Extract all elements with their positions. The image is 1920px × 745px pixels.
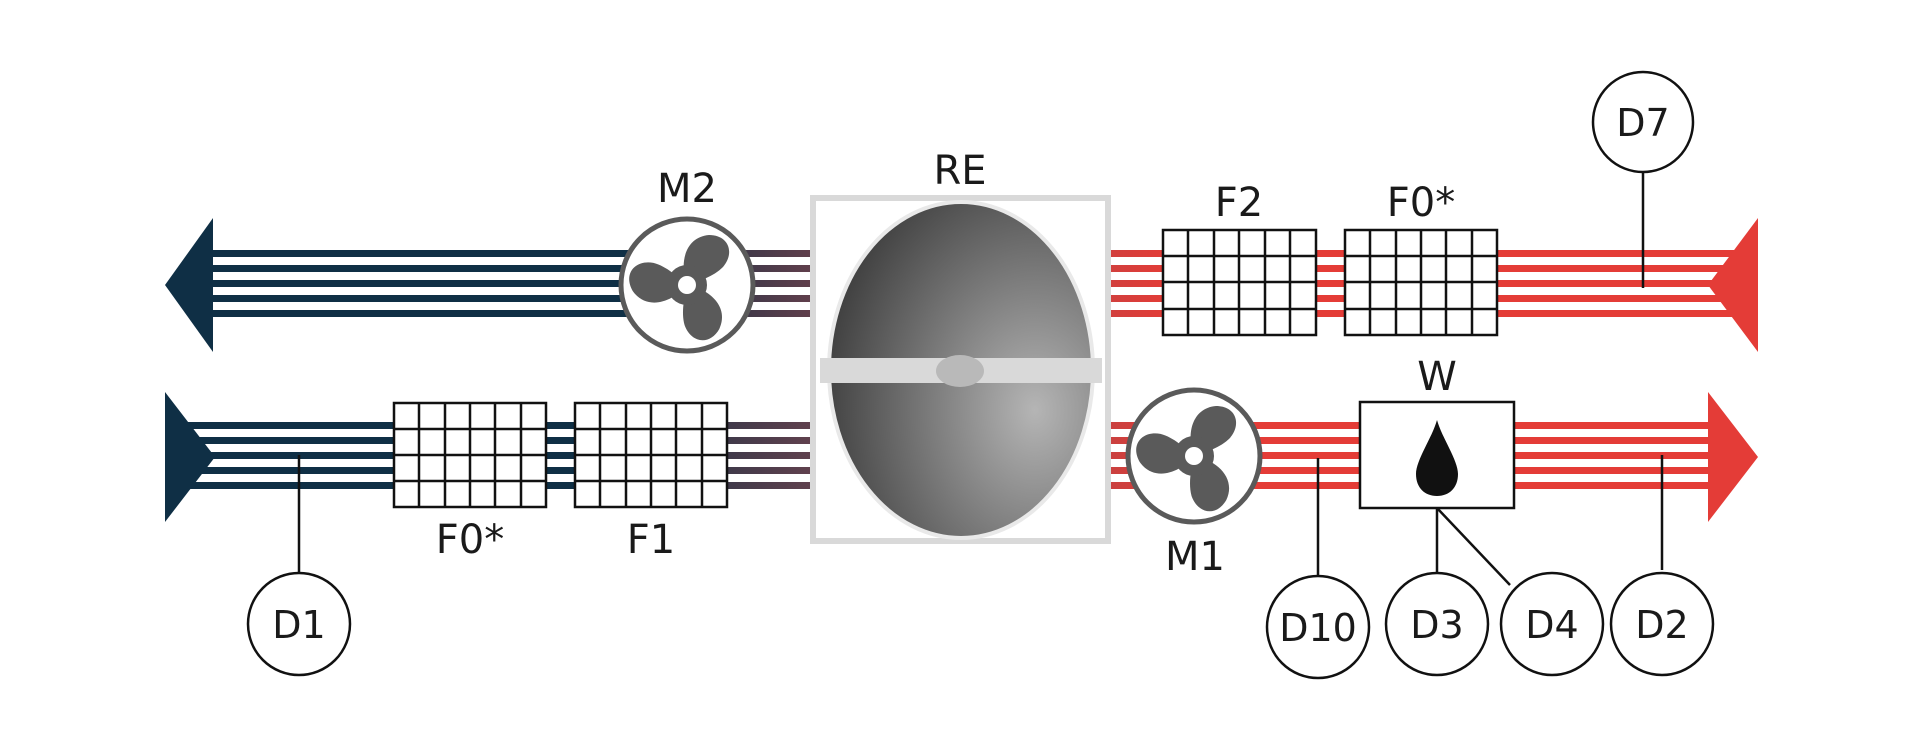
- filter-f2: [1161, 228, 1318, 337]
- fan-m2: [618, 216, 756, 354]
- label-m2: M2: [657, 166, 717, 212]
- label-f0-bottom: F0*: [436, 517, 504, 563]
- label-f1: F1: [627, 517, 675, 563]
- fan-m1: [1125, 387, 1263, 525]
- callout-d7: D7: [1616, 101, 1669, 145]
- top-duct-dark-stripes: [205, 250, 645, 317]
- callout-d1: D1: [272, 603, 325, 647]
- label-f0-top: F0*: [1387, 180, 1455, 226]
- extract-air-inlet-notch: [1708, 218, 1758, 352]
- label-f2: F2: [1215, 180, 1263, 226]
- humidifier-w: [1358, 400, 1516, 510]
- callout-d4: D4: [1525, 603, 1578, 647]
- label-re: RE: [933, 148, 986, 194]
- callout-d3: D3: [1410, 603, 1463, 647]
- filter-f0-top: [1343, 228, 1499, 337]
- filter-f0-bottom: [392, 401, 548, 509]
- label-w: W: [1417, 354, 1457, 400]
- rotary-heat-exchanger: [810, 195, 1111, 544]
- fan-m1-icon: [1136, 406, 1237, 512]
- water-drop-icon: [1416, 420, 1458, 496]
- callout-leader-lines: [297, 170, 1664, 586]
- callout-d2: D2: [1635, 603, 1688, 647]
- label-m1: M1: [1165, 534, 1225, 580]
- filter-f1: [573, 401, 729, 509]
- callout-circles: [246, 70, 1715, 680]
- callout-d10: D10: [1279, 606, 1357, 650]
- supply-arrowhead: [1708, 392, 1758, 522]
- exhaust-arrowhead: [165, 218, 213, 352]
- outdoor-air-inlet-notch: [165, 392, 215, 522]
